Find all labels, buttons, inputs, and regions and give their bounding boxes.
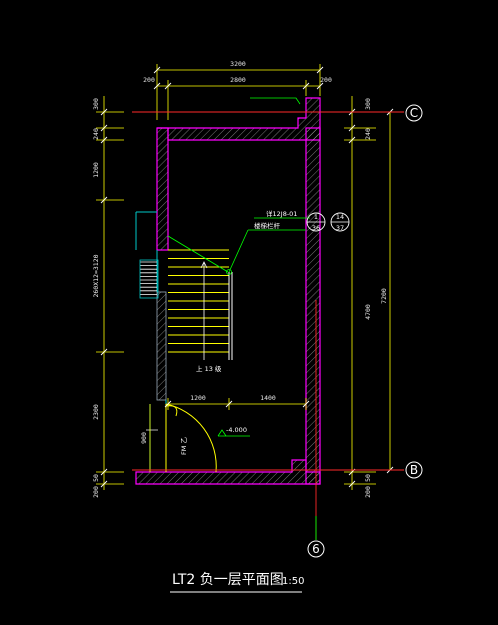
dim-tick (348, 124, 356, 132)
dim-tick (100, 196, 108, 204)
axis-c-bubble (405, 104, 423, 122)
bottom-wall (135, 459, 321, 485)
title-scale: 1:50 (282, 576, 304, 587)
axis-bubbles: C B 6 (307, 104, 423, 558)
dim-left-2300: 2300 (92, 404, 100, 420)
dim-right-240: 240 (364, 128, 372, 140)
detail2-top: 14 (336, 213, 344, 221)
dim-tick (100, 468, 108, 476)
axis-6-bubble (307, 540, 325, 558)
walls (135, 97, 321, 485)
dim-top-right: 200 (320, 76, 332, 84)
level-mark (217, 429, 250, 437)
dim-left-1200: 1200 (92, 162, 100, 178)
dim-tick (316, 66, 324, 74)
dim-tick (225, 400, 233, 408)
dim-right-7200: 7200 (380, 288, 388, 304)
dim-tick (100, 108, 108, 116)
floor-level: -4.000 (226, 426, 247, 434)
stair-treads (168, 249, 229, 353)
axis-c-label: C (410, 106, 418, 120)
left-lower-wall (156, 291, 167, 401)
axis-b-bubble (405, 461, 423, 479)
dim-tick (348, 480, 356, 488)
dim-tick (164, 400, 172, 408)
dim-right-300: 300 (364, 98, 372, 110)
dim-tick (316, 82, 324, 90)
detail1-bottom: 36 (312, 224, 320, 232)
handrail-ref-note: 详12J8-01 (266, 209, 297, 218)
dim-tick (100, 348, 108, 356)
dim-tick (100, 136, 108, 144)
axis-b-label: B (410, 463, 418, 477)
title-text: LT2 负一层平面图 (172, 572, 284, 588)
callouts: 详12J8-01 楼梯栏杆 1 36 14 37 上 13 级 -4.000 F… (180, 97, 350, 455)
dim-tick (302, 400, 310, 408)
dimension-labels: 3200 200 2800 200 300 240 1200 260X12=31… (92, 60, 388, 498)
door-label: FM 乙 (180, 437, 188, 455)
dim-left-300: 300 (92, 98, 100, 110)
dim-bottom-1200: 1200 (190, 394, 206, 402)
dim-left-50: 50 (92, 474, 100, 482)
dim-tick (302, 82, 310, 90)
dim-tick (348, 136, 356, 144)
drawing-title: LT2 负一层平面图 1:50 (170, 572, 304, 593)
dim-bottom-1400: 1400 (260, 394, 276, 402)
dim-right-200: 200 (364, 486, 372, 498)
dim-top-mid: 2800 (230, 76, 246, 84)
dim-right-4700: 4700 (364, 304, 372, 320)
stair-up-label: 上 13 级 (196, 364, 222, 373)
left-upper-wall (156, 127, 169, 251)
dim-tick (100, 480, 108, 488)
dim-left-240: 240 (92, 128, 100, 140)
dim-right-50: 50 (364, 474, 372, 482)
stair (139, 235, 233, 360)
axis-lines (132, 111, 404, 540)
top-wall (157, 97, 321, 141)
dim-door-width: 900 (140, 432, 148, 444)
detail1-top: 1 (314, 213, 318, 221)
dim-tick (153, 66, 161, 74)
handrail-note: 楼梯栏杆 (254, 221, 281, 230)
dim-tick (164, 82, 172, 90)
dim-tick (153, 82, 161, 90)
dim-tick (100, 124, 108, 132)
dim-left-stair: 260X12=3120 (92, 254, 100, 297)
axis-6-label: 6 (312, 542, 320, 556)
right-wall (305, 127, 321, 485)
detail2-bottom: 37 (336, 224, 344, 232)
dim-top-left: 200 (143, 76, 155, 84)
dim-left-200: 200 (92, 486, 100, 498)
dim-top-total: 3200 (230, 60, 246, 68)
